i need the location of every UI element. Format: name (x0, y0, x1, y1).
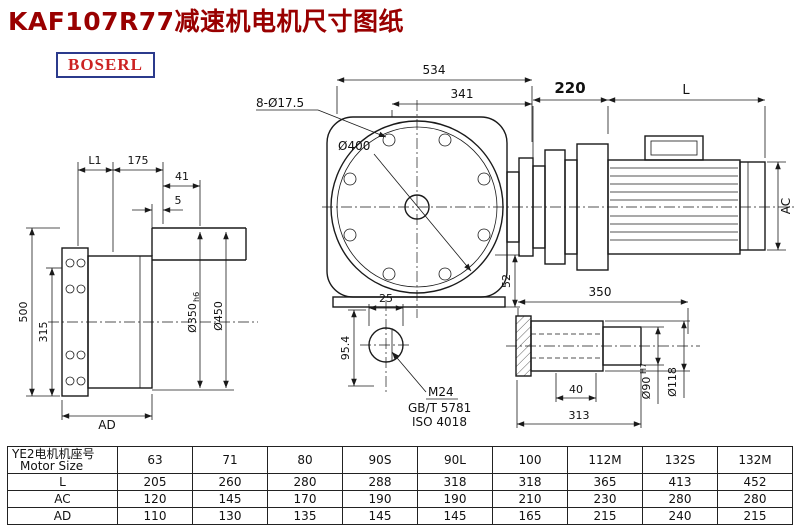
dim-175-label: 175 (128, 154, 149, 167)
motor-size-header-cn: YE2电机机座号 (12, 447, 95, 461)
table-row-AD: AD 110 130 135 145 145 165 215 240 215 (7, 507, 793, 525)
dim-value-cell: 215 (567, 507, 643, 525)
dim-value-cell: 240 (642, 507, 718, 525)
dim-value-cell: 452 (717, 473, 793, 491)
dim-value-cell: 165 (492, 507, 568, 525)
motor-size-col-header: 63 (117, 446, 193, 474)
dim-500-label: 500 (17, 302, 30, 323)
dim-row-label: L (7, 473, 118, 491)
dim-5-label: 5 (175, 194, 182, 207)
svg-text:Ø90: Ø90 (640, 377, 653, 400)
motor-size-col-header: 132S (642, 446, 718, 474)
dim-d450-label: Ø450 (212, 301, 225, 331)
dim-value-cell: 190 (417, 490, 493, 508)
dim-40-label: 40 (569, 383, 583, 396)
motor-size-col-header: 100 (492, 446, 568, 474)
output-shaft-detail: 350 40 313 Ø90 H7 (506, 285, 700, 428)
motor-size-col-header: 80 (267, 446, 343, 474)
dim-value-cell: 145 (192, 490, 268, 508)
thread-m24-label: M24 (428, 385, 454, 399)
table-row-AC: AC 120 145 170 190 190 210 230 280 280 (7, 490, 793, 508)
motor-size-col-header: 90S (342, 446, 418, 474)
center-view-flange: 534 341 8-Ø17.5 Ø400 52 (256, 63, 609, 318)
dim-value-cell: 365 (567, 473, 643, 491)
svg-text:Ø350: Ø350 (186, 303, 199, 333)
motor-size-col-header: 132M (717, 446, 793, 474)
dim-value-cell: 190 (342, 490, 418, 508)
dim-row-label: AC (7, 490, 118, 508)
dim-350-label: 350 (589, 285, 612, 299)
dim-d118-label: Ø118 (666, 367, 679, 397)
left-view-gearbox: L1 175 41 5 500 315 Ø350 h6 (17, 154, 258, 432)
dim-341-label: 341 (451, 87, 474, 101)
motor-size-header-en: Motor Size (20, 459, 84, 473)
dim-d90H7-label: Ø90 H7 (639, 363, 653, 399)
dim-value-cell: 170 (267, 490, 343, 508)
dim-value-cell: 130 (192, 507, 268, 525)
dim-L-label: L (682, 83, 690, 98)
dim-value-cell: 318 (492, 473, 568, 491)
dim-value-cell: 110 (117, 507, 193, 525)
input-shaft-end-view: 25 95.4 M24 GB/T 5781 ISO 4018 (339, 292, 471, 429)
dim-value-cell: 205 (117, 473, 193, 491)
standard-iso4018-label: ISO 4018 (412, 415, 467, 429)
dim-value-cell: 280 (267, 473, 343, 491)
dim-AD-label: AD (98, 418, 115, 432)
dim-L1-label: L1 (88, 154, 101, 167)
dim-value-cell: 413 (642, 473, 718, 491)
dim-value-cell: 280 (642, 490, 718, 508)
dim-value-cell: 230 (567, 490, 643, 508)
dim-52-label: 52 (500, 274, 513, 288)
dim-95-4-label: 95.4 (339, 336, 352, 361)
dim-value-cell: 135 (267, 507, 343, 525)
dim-value-cell: 260 (192, 473, 268, 491)
standard-gbt5781-label: GB/T 5781 (408, 401, 471, 415)
motor-dimension-table: YE2电机机座号 Motor Size 63 71 80 90S 90L 100… (7, 446, 793, 525)
technical-drawing: L1 175 41 5 500 315 Ø350 h6 (17, 63, 795, 432)
bolt-holes-note: 8-Ø17.5 (256, 96, 304, 110)
table-row-L: L 205 260 280 288 318 318 365 413 452 (7, 473, 793, 491)
dim-value-cell: 120 (117, 490, 193, 508)
dim-value-cell: 318 (417, 473, 493, 491)
dim-d400-label: Ø400 (338, 139, 370, 153)
dim-41-label: 41 (175, 170, 189, 183)
dim-value-cell: 280 (717, 490, 793, 508)
dim-315-label: 315 (37, 322, 50, 343)
svg-text:H7: H7 (639, 363, 648, 374)
table-header-row: YE2电机机座号 Motor Size 63 71 80 90S 90L 100… (7, 446, 793, 474)
motor-size-header: YE2电机机座号 Motor Size (7, 446, 118, 474)
dim-value-cell: 145 (417, 507, 493, 525)
motor-size-col-header: 112M (567, 446, 643, 474)
motor-size-col-header: 90L (417, 446, 493, 474)
dim-220-label: 220 (554, 79, 585, 97)
dim-value-cell: 145 (342, 507, 418, 525)
dim-AC-label: AC (779, 198, 793, 214)
dim-value-cell: 210 (492, 490, 568, 508)
dim-25-label: 25 (379, 292, 393, 305)
dim-row-label: AD (7, 507, 118, 525)
right-view-motor: 220 L AC (512, 79, 795, 255)
motor-size-col-header: 71 (192, 446, 268, 474)
dim-value-cell: 288 (342, 473, 418, 491)
dim-value-cell: 215 (717, 507, 793, 525)
brand-logo: BOSERL (56, 52, 155, 78)
svg-text:h6: h6 (192, 292, 201, 302)
dim-534-label: 534 (423, 63, 446, 77)
page-title: KAF107R77减速机电机尺寸图纸 (8, 7, 405, 36)
dim-313-label: 313 (569, 409, 590, 422)
dim-d350h6-label: Ø350 h6 (186, 292, 201, 333)
